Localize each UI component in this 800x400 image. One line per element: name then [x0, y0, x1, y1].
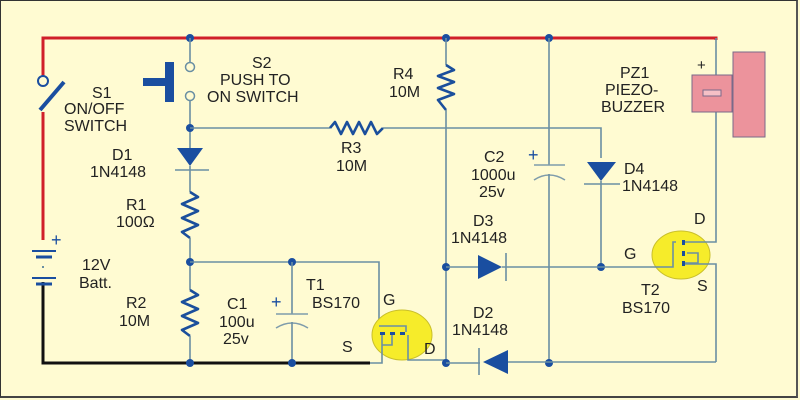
s2-line1-label: PUSH TO — [220, 72, 291, 89]
c1-ref-label: C1 — [227, 296, 248, 313]
d3-value-label: 1N4148 — [451, 230, 507, 247]
c1-plus-sign: + — [271, 292, 282, 312]
r3-resistor-symbol — [329, 120, 384, 136]
d1-diode-symbol — [175, 148, 209, 171]
wire — [190, 261, 380, 326]
piezo-buzzer-symbol — [691, 51, 766, 138]
t2-ref-label: T2 — [641, 282, 660, 299]
r3-value-label: 10M — [336, 158, 367, 175]
d2-diode-symbol — [478, 348, 508, 375]
d3-diode-symbol — [478, 253, 507, 281]
wire — [383, 127, 602, 158]
r2-resistor-symbol — [180, 288, 200, 338]
t1-gate-label: G — [383, 292, 395, 309]
t1-ref-label: T1 — [306, 277, 325, 294]
r4-value-label: 10M — [389, 84, 420, 101]
d4-ref-label: D4 — [624, 161, 645, 178]
battery-label: Batt. — [79, 275, 112, 292]
s1-switch-symbol — [37, 75, 66, 112]
s1-line1-label: ON/OFF — [64, 101, 125, 118]
d4-value-label: 1N4148 — [622, 178, 678, 195]
t2-value-label: BS170 — [622, 300, 670, 317]
piezo-plus-sign: + — [697, 57, 706, 74]
t1-mosfet-symbol — [370, 309, 446, 364]
r1-resistor-symbol — [180, 190, 200, 240]
pz1-line1-label: PIEZO- — [605, 82, 658, 99]
s2-pushbutton-symbol — [143, 61, 196, 102]
pz1-ref-label: PZ1 — [620, 65, 649, 82]
r2-value-label: 10M — [119, 313, 150, 330]
t2-mosfet-symbol — [650, 80, 717, 362]
r3-ref-label: R3 — [341, 140, 362, 157]
t2-drain-label: D — [694, 211, 706, 228]
t1-value-label: BS170 — [312, 295, 360, 312]
c2-plus-sign: + — [528, 145, 539, 165]
s1-ref-label: S1 — [92, 85, 112, 102]
d4-diode-symbol — [584, 162, 620, 185]
c2-ref-label: C2 — [484, 149, 505, 166]
s2-ref-label: S2 — [252, 55, 272, 72]
battery-voltage-label: 12V — [82, 257, 111, 274]
positive-rail — [41, 36, 718, 78]
t2-gate-label: G — [624, 246, 636, 263]
pz1-line2-label: BUZZER — [601, 99, 665, 116]
d2-ref-label: D2 — [473, 305, 494, 322]
d3-ref-label: D3 — [473, 213, 494, 230]
t2-source-label: S — [697, 278, 708, 295]
r1-ref-label: R1 — [126, 197, 147, 214]
s1-line2-label: SWITCH — [64, 118, 127, 135]
r4-resistor-symbol — [436, 63, 456, 111]
ground-rail — [41, 282, 370, 365]
junction-dot — [186, 359, 194, 367]
r4-ref-label: R4 — [393, 66, 414, 83]
t1-source-label: S — [342, 339, 353, 356]
r2-ref-label: R2 — [126, 295, 147, 312]
d1-ref-label: D1 — [112, 147, 133, 164]
d2-value-label: 1N4148 — [452, 322, 508, 339]
junction-dot — [545, 359, 553, 367]
c1-value-label: 100u — [219, 314, 255, 331]
r1-value-label: 100Ω — [116, 214, 155, 231]
c2-voltage-label: 25v — [479, 184, 505, 201]
c2-value-label: 1000u — [471, 167, 516, 184]
battery-plus-sign: + — [51, 230, 62, 250]
junction-dot — [288, 359, 296, 367]
battery-symbol — [32, 250, 56, 286]
t1-drain-label: D — [424, 341, 436, 358]
c1-voltage-label: 25v — [223, 331, 249, 348]
s2-line2-label: ON SWITCH — [207, 89, 299, 106]
d1-value-label: 1N4148 — [90, 164, 146, 181]
